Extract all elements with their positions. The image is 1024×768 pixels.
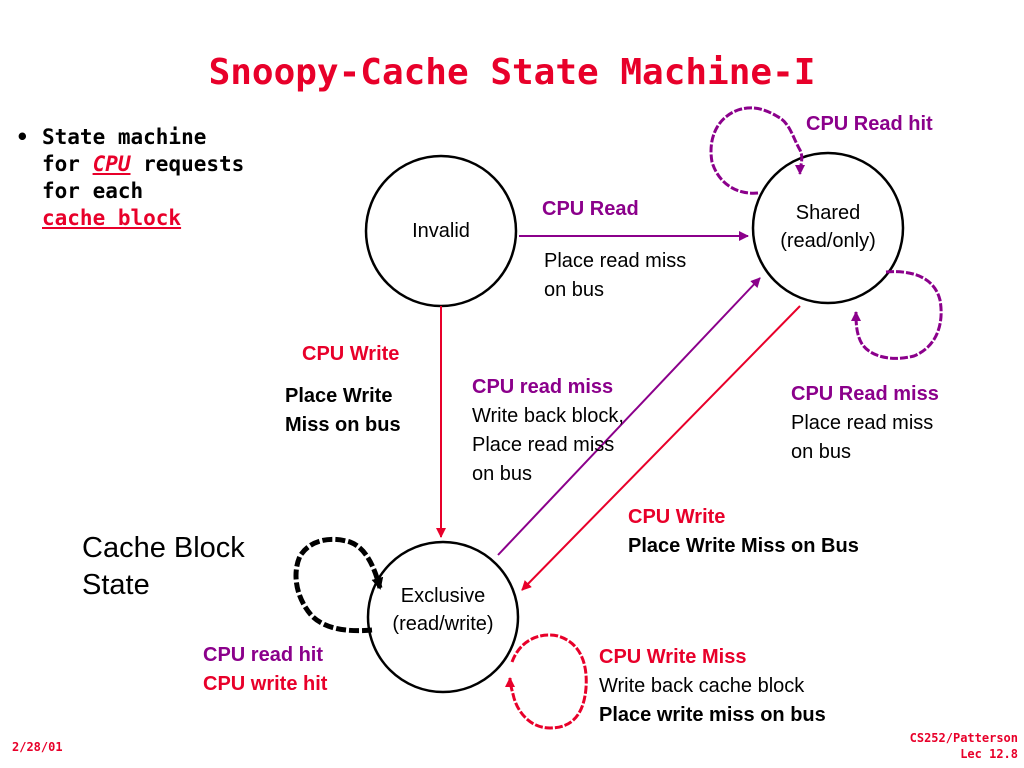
label-shared-read-miss-event: CPU Read miss (791, 383, 939, 405)
label-exclusive-read-hit: CPU read hit (203, 641, 327, 670)
state-exclusive-circle (366, 540, 520, 694)
arrow-shared-to-exclusive (521, 305, 801, 591)
legend-cache-block-state: Cache Block State (82, 530, 245, 604)
state-shared-line-2: (read/only) (780, 230, 876, 252)
label-shared-to-exclusive: CPU Write Place Write Miss on Bus (628, 503, 859, 561)
label-exclusive-hits: CPU read hit CPU write hit (203, 641, 327, 699)
state-exclusive-line-2: (read/write) (392, 613, 494, 635)
loop-shared-read-miss (851, 270, 943, 360)
loop-exclusive-hits (293, 536, 384, 634)
label-exclusive-to-shared-action-2: Place read miss (472, 434, 615, 456)
label-exclusive-to-shared-action-1: Write back block, (472, 405, 624, 427)
state-shared-line-1: Shared (795, 202, 861, 224)
label-exclusive-write-hit: CPU write hit (203, 673, 328, 695)
label-invalid-to-shared-action-1: Place read miss (544, 250, 687, 272)
bullet-line-2-pre: for (42, 152, 93, 176)
arrow-exclusive-to-shared (497, 277, 761, 556)
bullet-marker: • (16, 125, 29, 149)
loop-exclusive-write-miss (505, 633, 588, 730)
label-exclusive-write-miss: CPU Write Miss Write back cache block Pl… (599, 643, 826, 730)
footer-course-name: CS252/Patterson (909, 731, 1018, 745)
label-shared-to-exclusive-event: CPU Write (628, 506, 726, 528)
label-invalid-to-shared-event: CPU Read (542, 198, 639, 220)
state-invalid-label: Invalid (412, 220, 470, 242)
state-shared-circle (751, 151, 905, 305)
label-shared-read-miss-action-2: on bus (791, 441, 852, 463)
label-exclusive-read-hit-text: CPU read hit (203, 644, 324, 666)
label-exclusive-to-shared: CPU read miss Write back block, Place re… (472, 373, 624, 489)
label-exclusive-to-shared-action-3: on bus (472, 463, 533, 485)
label-invalid-to-shared-action: Place read miss on bus (544, 247, 686, 305)
bullet-line-2: for CPU requests (42, 151, 312, 178)
cpu-link[interactable]: CPU (92, 152, 131, 176)
bullet-line-1: State machine (42, 125, 207, 149)
page-title: Snoopy-Cache State Machine-I (208, 52, 816, 93)
label-exclusive-write-miss-action-2: Place write miss on bus (599, 704, 826, 726)
label-invalid-to-exclusive-action-1: Place Write (285, 385, 393, 407)
state-exclusive-line-1: Exclusive (400, 585, 486, 607)
state-exclusive-label: Exclusive (read/write) (368, 582, 518, 638)
label-invalid-to-exclusive-action: Place Write Miss on bus (285, 382, 401, 440)
bullet-text: State machine for CPU requests for each … (42, 124, 312, 232)
label-exclusive-to-shared-event: CPU read miss (472, 376, 614, 398)
legend-line-1: Cache Block (82, 532, 245, 564)
cache-block-link[interactable]: cache block (42, 206, 182, 230)
label-shared-read-miss-action-1: Place read miss (791, 412, 934, 434)
label-invalid-to-shared-action-2: on bus (544, 279, 605, 301)
label-exclusive-write-miss-action-1: Write back cache block (599, 675, 805, 697)
footer-lecture: Lec 12.8 (960, 747, 1018, 761)
state-shared-label: Shared (read/only) (753, 199, 903, 255)
label-shared-to-exclusive-action: Place Write Miss on Bus (628, 535, 859, 557)
label-invalid-to-exclusive-action-2: Miss on bus (285, 414, 401, 436)
bullet-line-2-post: requests (130, 152, 245, 176)
footer-date: 2/28/01 (12, 740, 63, 754)
label-shared-read-miss: CPU Read miss Place read miss on bus (791, 380, 939, 467)
label-invalid-to-exclusive-event: CPU Write (302, 343, 400, 365)
label-shared-read-hit: CPU Read hit (806, 113, 933, 135)
legend-line-2: State (82, 569, 150, 601)
loop-shared-read-hit (709, 106, 806, 195)
label-exclusive-write-miss-event: CPU Write Miss (599, 646, 747, 668)
footer-course: CS252/Patterson Lec 12.8 (888, 730, 1018, 762)
bullet-line-3: for each (42, 179, 144, 203)
